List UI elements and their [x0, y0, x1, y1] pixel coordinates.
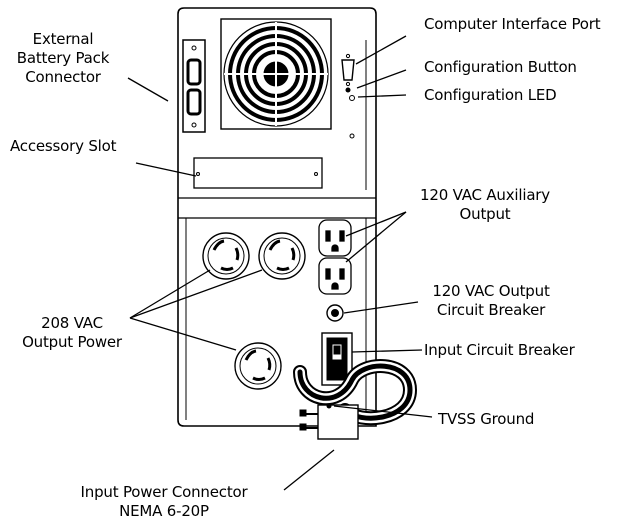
- leader-lines: [127, 35, 433, 491]
- label-input-power-connector-line2: NEMA 6-20P: [119, 502, 209, 520]
- label-computer-interface-port: Computer Interface Port: [424, 15, 601, 33]
- label-output-breaker-120-line2: Circuit Breaker: [436, 301, 546, 319]
- configuration-led: [349, 95, 355, 101]
- label-external-battery-line3: Connector: [25, 68, 101, 86]
- input-power-plug: [299, 404, 359, 440]
- label-aux-output: 120 VAC Auxiliary Output: [410, 186, 560, 224]
- input-circuit-breaker: [321, 332, 353, 386]
- label-configuration-led: Configuration LED: [424, 86, 557, 104]
- aux-outlet-bottom: [318, 257, 352, 295]
- label-208-output-power-line2: Output Power: [22, 333, 122, 351]
- label-input-power-connector-line1: Input Power Connector: [80, 483, 248, 501]
- label-external-battery-line1: External: [32, 30, 94, 48]
- cooling-fan: [220, 18, 332, 130]
- output-circuit-breaker: [326, 304, 344, 322]
- label-input-power-connector: Input Power Connector NEMA 6-20P: [54, 483, 274, 521]
- tvss-ground-screw: [326, 403, 332, 409]
- ups-cabinet: [177, 7, 377, 427]
- label-output-breaker-120: 120 VAC Output Circuit Breaker: [416, 282, 566, 320]
- label-aux-output-line1: 120 VAC Auxiliary: [420, 186, 550, 204]
- label-208-output-power-line1: 208 VAC: [41, 314, 103, 332]
- configuration-button: [345, 87, 351, 93]
- label-external-battery: External Battery Pack Connector: [8, 30, 118, 87]
- label-input-breaker: Input Circuit Breaker: [424, 341, 575, 359]
- label-external-battery-line2: Battery Pack: [16, 49, 110, 67]
- label-accessory-slot: Accessory Slot: [10, 137, 117, 155]
- label-configuration-button: Configuration Button: [424, 58, 577, 76]
- computer-interface-port: [341, 53, 355, 87]
- label-output-breaker-120-line1: 120 VAC Output: [432, 282, 550, 300]
- receptacle-208-left: [202, 232, 250, 280]
- accessory-slot: [193, 157, 323, 189]
- label-tvss-ground: TVSS Ground: [438, 410, 535, 428]
- input-power-cord: [293, 359, 418, 426]
- external-battery-connector: [182, 39, 206, 133]
- label-208-output-power: 208 VAC Output Power: [12, 314, 132, 352]
- receptacle-208-right: [258, 232, 306, 280]
- label-aux-output-line2: Output: [459, 205, 511, 223]
- receptacle-208-bottom: [234, 342, 282, 390]
- aux-outlet-top: [318, 219, 352, 257]
